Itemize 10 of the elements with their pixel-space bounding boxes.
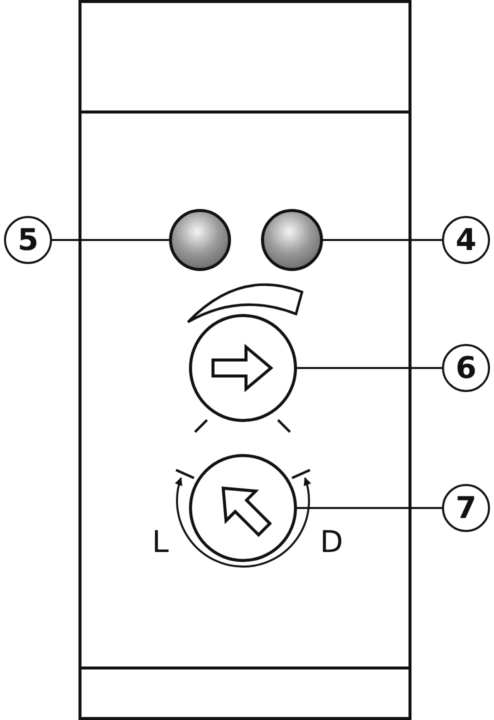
direction-label: D: [320, 528, 344, 558]
leader-line: [297, 507, 442, 509]
callout-number: 5: [4, 216, 52, 264]
callout-number: 4: [442, 216, 490, 264]
leader-line: [323, 239, 442, 241]
direction-label: L: [152, 528, 169, 558]
leader-line: [52, 239, 169, 241]
leader-line: [297, 367, 442, 369]
callout-number: 7: [442, 484, 490, 532]
callout-number: 6: [442, 344, 490, 392]
